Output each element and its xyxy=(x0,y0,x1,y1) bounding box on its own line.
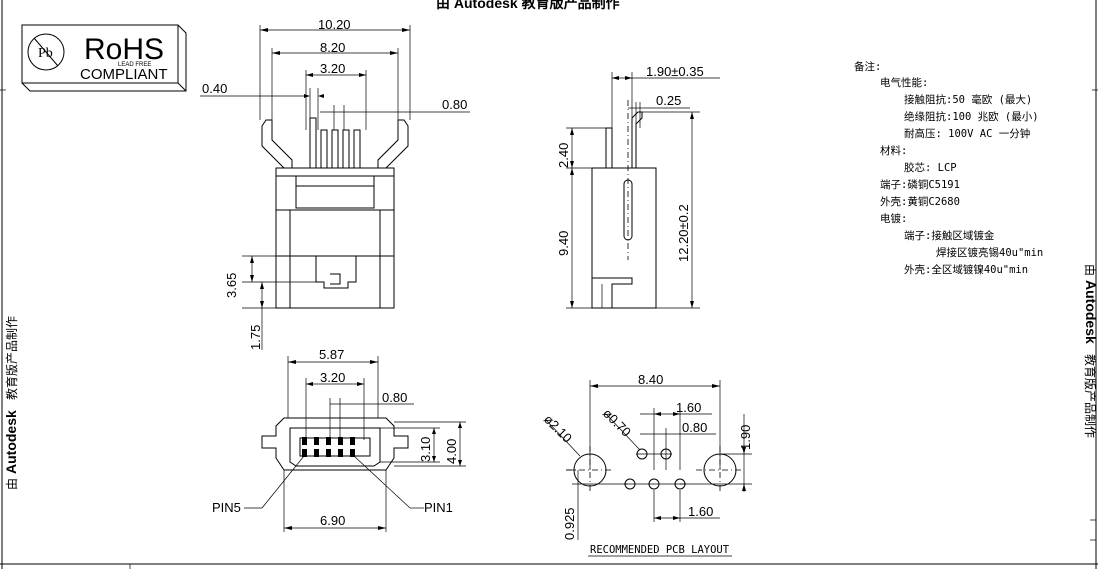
watermark-left-brand: Autodesk xyxy=(3,410,19,474)
notes-electrical: 电气性能: xyxy=(880,76,928,89)
dim-pcb-large-hole: ø2.10 xyxy=(541,412,575,446)
watermark-right-brand: Autodesk xyxy=(1083,280,1098,344)
pcb-caption: RECOMMENDED PCB LAYOUT xyxy=(590,544,730,556)
dim-front-terminal-width: 0.40 xyxy=(202,81,227,96)
dim-bottom-outer-height: 4.00 xyxy=(444,439,459,464)
notes-block: 备注: 电气性能: 接触阻抗:50 毫欧 (最大) 绝缘阻抗:100 兆欧 (最… xyxy=(854,60,1043,276)
dim-front-pitch: 0.80 xyxy=(442,97,467,112)
pcb-holes xyxy=(566,446,744,494)
dim-bottom-opening: 5.87 xyxy=(319,347,344,362)
dim-pcb-pitch-2: 1.60 xyxy=(688,504,713,519)
dim-side-offset: 1.90±0.35 xyxy=(646,64,704,79)
dim-pcb-row-offset: 0.925 xyxy=(562,507,577,540)
notes-terminal-material: 端子:磷铜C5191 xyxy=(880,178,960,191)
bottom-pins xyxy=(302,437,355,457)
notes-contact-resistance: 接触阻抗:50 毫欧 (最大) xyxy=(904,93,1032,106)
notes-insulation-resistance: 绝缘阻抗:100 兆欧 (最小) xyxy=(904,110,1039,123)
rohs-title: RoHS xyxy=(84,33,164,66)
dim-front-pitch-span: 3.20 xyxy=(320,61,345,76)
watermark-right-suffix: 教育版产品制作 xyxy=(1083,354,1098,438)
pin1-label: PIN1 xyxy=(424,500,453,515)
dim-pcb-hole-span: 8.40 xyxy=(638,372,663,387)
dim-front-bottom: 1.75 xyxy=(248,325,263,350)
dim-side-thickness: 0.25 xyxy=(656,93,681,108)
notes-shell-plating: 外壳:全区域镀镍40u"min xyxy=(904,263,1028,276)
dim-pcb-pitch-1: 1.60 xyxy=(676,400,701,415)
dim-pcb-small-hole: ø0.70 xyxy=(600,406,634,440)
watermark-right: 由 Autodesk 教育版产品制作 xyxy=(1083,264,1098,438)
watermark-left-suffix: 教育版产品制作 xyxy=(4,316,19,400)
rohs-small-text: LEAD FREE xyxy=(118,62,151,68)
notes-voltage: 耐高压: 100V AC 一分钟 xyxy=(904,127,1030,140)
dim-front-width: 10.20 xyxy=(318,17,351,32)
notes-heading: 备注: xyxy=(854,60,881,73)
dim-bottom-inner-height: 3.10 xyxy=(418,437,433,462)
dim-front-inner: 8.20 xyxy=(320,40,345,55)
dim-front-latch: 3.65 xyxy=(224,273,239,298)
front-terminals xyxy=(309,117,361,169)
side-view: 1.90±0.35 0.25 2.40 9.40 12.20±0.2 xyxy=(556,64,720,309)
watermark-left: 由 Autodesk 教育版产品制作 xyxy=(3,316,19,490)
pin5-label: PIN5 xyxy=(212,500,241,515)
watermark-left-prefix: 由 xyxy=(5,478,19,490)
dim-bottom-pitch: 0.80 xyxy=(382,390,407,405)
dim-pcb-pitch-offset: 0.80 xyxy=(682,420,707,435)
pcb-layout: 8.40 1.60 0.80 1.90 xyxy=(541,372,753,557)
watermark-top: 由 Autodesk 教育版产品制作 xyxy=(436,0,620,11)
dim-side-total-height: 12.20±0.2 xyxy=(676,204,691,262)
notes-plating: 电镀: xyxy=(880,212,907,225)
front-view: 10.20 8.20 3.20 0.40 0.80 xyxy=(200,17,470,350)
notes-insulator: 胶芯: LCP xyxy=(904,161,957,174)
notes-shell-material: 外壳:黄铜C2680 xyxy=(880,195,960,208)
rohs-subtitle: COMPLIANT xyxy=(80,66,168,83)
lead-free-mark: Pb xyxy=(38,46,53,61)
dim-pcb-row-spacing: 1.90 xyxy=(738,425,753,450)
bottom-view: 5.87 3.20 0.80 xyxy=(212,347,466,532)
rohs-badge: Pb RoHS LEAD FREE COMPLIANT xyxy=(21,24,187,92)
lead-free-icon: Pb xyxy=(27,33,65,71)
dim-side-terminal-height: 2.40 xyxy=(556,143,571,168)
dim-bottom-pitch-span: 3.20 xyxy=(320,370,345,385)
dim-side-body-height: 9.40 xyxy=(556,231,571,256)
notes-terminal-plating-2: 焊接区镀亮锡40u"min xyxy=(936,246,1043,259)
watermark-top-text: 由 Autodesk 教育版产品制作 xyxy=(436,0,620,11)
watermark-right-prefix: 由 xyxy=(1083,264,1097,276)
dim-bottom-width: 6.90 xyxy=(320,513,345,528)
notes-material: 材料: xyxy=(880,144,907,157)
notes-terminal-plating-1: 端子:接触区域镀金 xyxy=(904,229,995,242)
